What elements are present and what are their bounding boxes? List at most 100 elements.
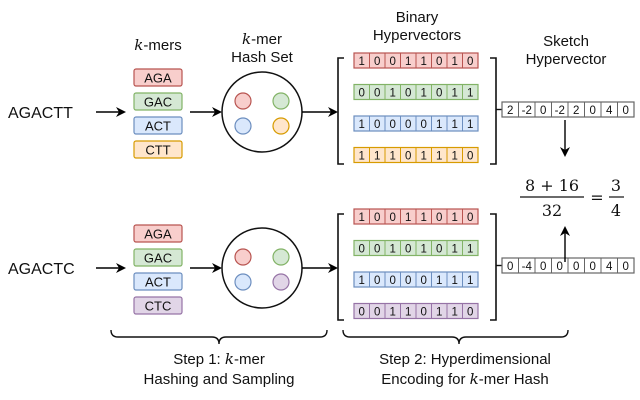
formula-result-numerator: 3 <box>611 176 621 195</box>
hash-dot <box>234 248 252 266</box>
formula-equals: = <box>590 188 603 207</box>
hypervector-bit: 1 <box>390 88 396 100</box>
hypervector-bit: 0 <box>436 212 442 224</box>
kmer-label: CTC <box>145 299 172 314</box>
hypervector-bit: 1 <box>452 88 458 100</box>
kmer-box <box>133 68 183 87</box>
hash-set-circle <box>221 71 303 153</box>
kmer-box <box>133 92 183 111</box>
sketch-value: 4 <box>606 105 613 117</box>
hypervector-bit: 0 <box>374 88 380 100</box>
formula-numerator: 8 + 16 <box>525 176 579 195</box>
sketch-value: 4 <box>606 261 613 273</box>
hypervector-bit: 1 <box>467 244 473 256</box>
hypervector-bit: 1 <box>436 151 442 163</box>
kmer-box <box>133 224 183 243</box>
kmers-header: k-mers <box>134 36 181 54</box>
hypervector-bit: 0 <box>390 56 396 68</box>
hypervector-bit: 1 <box>436 275 442 287</box>
formula-denominator: 32 <box>542 201 562 220</box>
hypervector-bit: 1 <box>390 244 396 256</box>
hypervector-bit: 0 <box>436 88 442 100</box>
hypervector-bit: 1 <box>421 212 427 224</box>
hypervector-bit: 0 <box>374 275 380 287</box>
hash-dot <box>234 92 252 110</box>
hypervector-bit: 0 <box>421 307 427 319</box>
hypervector-bit: 1 <box>359 119 365 131</box>
hypervector-bit: 0 <box>467 212 473 224</box>
hypervector-bit: 0 <box>421 275 427 287</box>
kmer-label: GAC <box>144 95 172 110</box>
similarity-formula: 8 + 16 32 = 3 4 <box>520 176 624 220</box>
hypervector-bit: 1 <box>374 151 380 163</box>
hash-dot <box>272 248 290 266</box>
kmer-box <box>133 116 183 135</box>
left-bracket <box>337 213 344 321</box>
hypervector-bit: 0 <box>467 56 473 68</box>
hash-dot <box>234 117 252 135</box>
hash-dot <box>272 117 290 135</box>
sketch-value: -4 <box>522 261 533 273</box>
hypervector-bit: 0 <box>374 244 380 256</box>
binary-header-line1: Binary <box>396 9 439 26</box>
hash-dot <box>272 273 290 291</box>
hypervector-bit: 1 <box>390 307 396 319</box>
kmer-label: AGA <box>144 227 172 242</box>
hypervector-bit: 0 <box>374 212 380 224</box>
hypervector-bit: 1 <box>452 244 458 256</box>
hypervector-bit: 0 <box>359 244 365 256</box>
right-bracket <box>490 213 497 321</box>
hash-set-header: k-mer <box>242 30 282 48</box>
hypervector-bit: 1 <box>452 56 458 68</box>
sketch-value: 0 <box>623 105 629 117</box>
sketch-value: 0 <box>590 105 596 117</box>
kmer-box <box>133 140 183 159</box>
kmer-box <box>133 272 183 291</box>
hypervector-bit: 0 <box>374 307 380 319</box>
hypervector-bit: 1 <box>421 244 427 256</box>
kmer-box <box>133 296 183 315</box>
hypervector-bit: 0 <box>436 244 442 256</box>
hypervector-bit: 1 <box>452 151 458 163</box>
sketch-value: 2 <box>507 105 513 117</box>
hypervector-bit: 0 <box>467 151 473 163</box>
step1-label-line1: Step 1: k-mer <box>173 350 265 368</box>
hypervector-bit: 1 <box>359 212 365 224</box>
hypervector-bit: 1 <box>405 307 411 319</box>
hash-dot <box>234 273 252 291</box>
sketch-value: 0 <box>623 261 629 273</box>
hypervector-bit: 1 <box>467 119 473 131</box>
sketch-value: 2 <box>573 105 579 117</box>
hypervector-bit: 1 <box>421 88 427 100</box>
hypervector-bit: 1 <box>452 307 458 319</box>
sketch-value: -2 <box>555 105 565 117</box>
step1-brace <box>110 329 328 345</box>
hash-set-header-line2: Hash Set <box>231 49 294 66</box>
hypervector-bit: 1 <box>405 56 411 68</box>
sketch-value: -2 <box>522 105 532 117</box>
hypervector-bit: 1 <box>436 307 442 319</box>
sketch-value: 0 <box>507 261 513 273</box>
hypervector-bit: 0 <box>390 212 396 224</box>
sketch-value: 0 <box>590 261 596 273</box>
step2-brace <box>342 329 569 345</box>
kmer-label: ACT <box>145 119 171 134</box>
hypervector-bit: 0 <box>405 275 411 287</box>
kmer-label: CTT <box>145 143 170 158</box>
binary-header-line2: Hypervectors <box>373 27 461 44</box>
sketch-value: 0 <box>557 261 563 273</box>
hypervector-bit: 0 <box>421 119 427 131</box>
hypervector-bit: 0 <box>374 119 380 131</box>
hypervector-bit: 0 <box>359 88 365 100</box>
hypervector-bit: 1 <box>452 212 458 224</box>
kmer-label: ACT <box>145 275 171 290</box>
sketch-header-line2: Hypervector <box>526 51 607 68</box>
hypervector-bit: 0 <box>359 307 365 319</box>
step2-label-line1: Step 2: Hyperdimensional <box>379 351 551 368</box>
step2-label-line2: Encoding for k-mer Hash <box>381 370 549 388</box>
hypervector-bit: 0 <box>390 119 396 131</box>
